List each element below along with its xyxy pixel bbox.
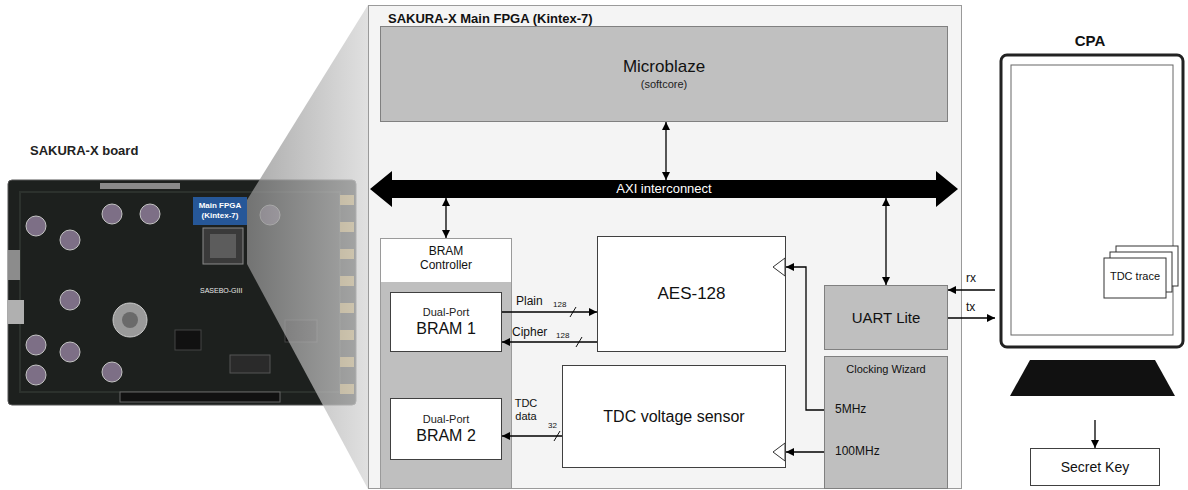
signal-label: rx — [966, 271, 976, 285]
signal-label: Plain — [516, 294, 543, 308]
connector-arrow — [502, 341, 597, 342]
capacitor — [102, 362, 122, 382]
connector-arrow — [948, 289, 995, 290]
capacitor — [26, 216, 46, 236]
capacitor — [60, 230, 80, 250]
aes-core: AES-128 — [597, 236, 786, 352]
oscillator — [113, 303, 147, 337]
clock-input-symbol — [773, 258, 785, 276]
node-title: Microblaze — [623, 57, 705, 77]
microblaze-box: Microblaze(softcore) — [380, 26, 948, 122]
node-title: Dual-Port — [423, 306, 469, 319]
node-text: BRAM 1 — [416, 319, 476, 338]
fpga-chip — [203, 228, 243, 264]
connector-arrow — [665, 122, 666, 180]
capacitor — [60, 342, 80, 362]
screen — [1011, 65, 1173, 335]
connector-arrow — [1094, 420, 1095, 448]
node-title: Clocking Wizard — [825, 363, 947, 376]
cpa-computer: CPA TDC trace — [995, 30, 1185, 420]
oscillator-core — [122, 312, 138, 328]
node-title: Dual-Port — [423, 413, 469, 426]
capacitor — [26, 365, 46, 385]
node-title: TDC voltage sensor — [603, 407, 744, 426]
node-text: 100MHz — [835, 444, 915, 458]
secret-key-box: Secret Key — [1030, 448, 1160, 486]
tdc-fill — [562, 365, 786, 468]
fpga-die — [210, 234, 236, 258]
board-marking: SASEBO-GIII — [200, 287, 242, 295]
capacitor — [102, 204, 122, 224]
bus-width: 128 — [556, 331, 569, 341]
fpga-region: SAKURA-X Main FPGA (Kintex-7)Microblaze(… — [368, 5, 962, 489]
zoom-wedge — [247, 5, 368, 489]
signal-label: tx — [966, 300, 975, 314]
node-text: 5MHz — [835, 402, 915, 416]
fpga-chip-label: Main FPGA (Kintex-7) — [193, 197, 247, 225]
node-title: UART Lite — [852, 309, 921, 327]
node-title: SAKURA-X board — [30, 143, 230, 159]
node-title: AES-128 — [657, 284, 725, 304]
capacitor — [140, 204, 160, 224]
bram-block: Dual-PortBRAM 1 — [390, 292, 502, 352]
keyboard — [1010, 360, 1175, 396]
node-title: AXI interconnect — [616, 181, 711, 197]
bus-width: 128 — [553, 300, 566, 310]
double-arrow-shape — [370, 171, 958, 207]
node-text: BRAM 2 — [416, 426, 476, 445]
node-title: SAKURA-X Main FPGA (Kintex-7) — [388, 11, 788, 27]
connector-arrow — [885, 198, 886, 285]
bram-controller-outline — [381, 239, 512, 489]
node-title: CPA — [995, 32, 1185, 50]
usb-port — [8, 300, 24, 324]
node-title: BRAM Controller — [411, 244, 481, 273]
aes-fill — [597, 236, 786, 352]
computer-illustration — [1001, 55, 1183, 396]
clock-wizard: Clocking Wizard 5MHz 100MHz — [824, 356, 948, 489]
header — [100, 183, 180, 189]
uart-block: UART Lite — [824, 285, 948, 350]
signal-label: Cipher — [512, 325, 547, 339]
capacitors — [26, 204, 280, 385]
capacitor — [26, 335, 46, 355]
board-photo: SAKURA-X boardMain FPGA (Kintex-7) — [8, 180, 356, 405]
node-title: Main FPGA (Kintex-7) — [194, 201, 246, 220]
connector-arrow — [786, 267, 824, 410]
monitor — [1001, 55, 1183, 347]
connector-arrow — [445, 198, 446, 238]
bram-controller: BRAM ControllerDual-PortBRAM 1Dual-PortB… — [380, 238, 512, 489]
node-text: TDC trace — [1104, 270, 1166, 283]
bram-block: Dual-PortBRAM 2 — [390, 398, 502, 460]
bottom-header — [120, 392, 280, 402]
clock-input-symbol — [773, 443, 785, 461]
connector-arrow — [502, 435, 562, 436]
bus-width: 32 — [548, 421, 557, 431]
bram-controller-body — [381, 282, 511, 488]
capacitor — [60, 290, 80, 310]
node-title: Secret Key — [1061, 459, 1129, 476]
connector-arrow — [948, 317, 995, 318]
ic — [230, 355, 270, 373]
tdc-sensor: TDC voltage sensor — [562, 365, 786, 468]
node-text: (softcore) — [641, 78, 687, 91]
fpga-region-outline — [369, 6, 962, 489]
power-jack — [8, 250, 20, 280]
axi-bus: AXI interconnect — [370, 180, 958, 198]
connector-arrow — [786, 451, 824, 452]
signal-label: TDC data — [506, 397, 546, 423]
ic — [175, 330, 201, 350]
trace-card — [1104, 258, 1166, 298]
connector-arrow — [502, 311, 597, 312]
